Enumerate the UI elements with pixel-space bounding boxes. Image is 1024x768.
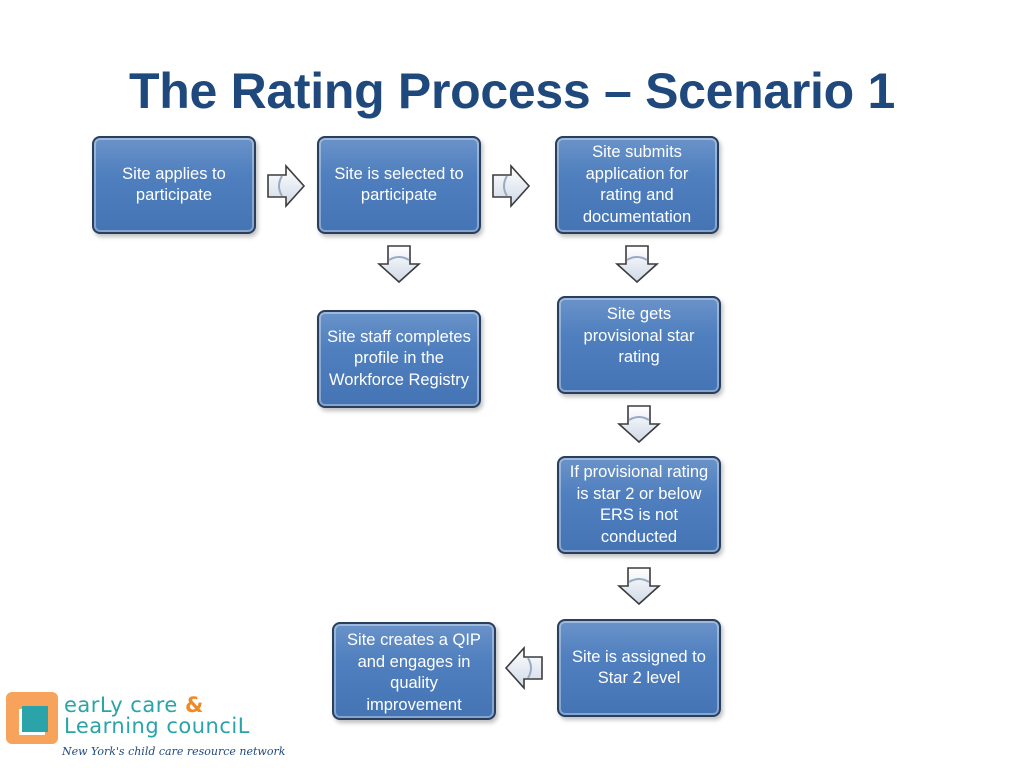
step-site-selected: Site is selected to participate — [317, 136, 481, 234]
step-staff-profile-label: Site staff completes profile in the Work… — [327, 327, 471, 389]
logo-line1: earLy care — [64, 693, 178, 717]
arrow-down-icon — [376, 245, 422, 284]
slide-title: The Rating Process – Scenario 1 — [129, 63, 895, 119]
step-if-star-2: If provisional rating is star 2 or below… — [557, 456, 721, 554]
logo-line2: Learning counciL — [64, 714, 250, 738]
step-provisional-rating-label: Site gets provisional star rating — [583, 305, 695, 366]
arrow-right-icon — [492, 163, 531, 209]
step-site-submits-label: Site submits application for rating and … — [582, 143, 692, 226]
step-creates-qip: Site creates a QIP and engages in qualit… — [332, 622, 496, 720]
step-staff-profile: Site staff completes profile in the Work… — [317, 310, 481, 408]
logo-mark-icon — [6, 692, 58, 744]
organization-logo: earLy care & Learning counciL New York's… — [0, 690, 285, 768]
step-assigned-star-2: Site is assigned to Star 2 level — [557, 619, 721, 717]
logo-ampersand: & — [185, 693, 204, 717]
step-if-star-2-label: If provisional rating is star 2 or below… — [569, 463, 709, 546]
step-assigned-star-2-label: Site is assigned to Star 2 level — [572, 647, 706, 688]
step-site-applies-label: Site applies to participate — [122, 164, 226, 205]
step-provisional-rating: Site gets provisional star rating — [557, 296, 721, 394]
step-site-selected-label: Site is selected to participate — [334, 164, 464, 205]
arrow-right-icon — [267, 163, 306, 209]
arrow-left-icon — [504, 645, 543, 691]
step-creates-qip-label: Site creates a QIP and engages in qualit… — [347, 631, 481, 714]
step-site-submits: Site submits application for rating and … — [555, 136, 719, 234]
arrow-down-icon — [614, 245, 660, 284]
arrow-down-icon — [616, 567, 662, 606]
step-site-applies: Site applies to participate — [92, 136, 256, 234]
arrow-down-icon — [616, 405, 662, 444]
logo-tagline: New York's child care resource network — [62, 745, 286, 758]
